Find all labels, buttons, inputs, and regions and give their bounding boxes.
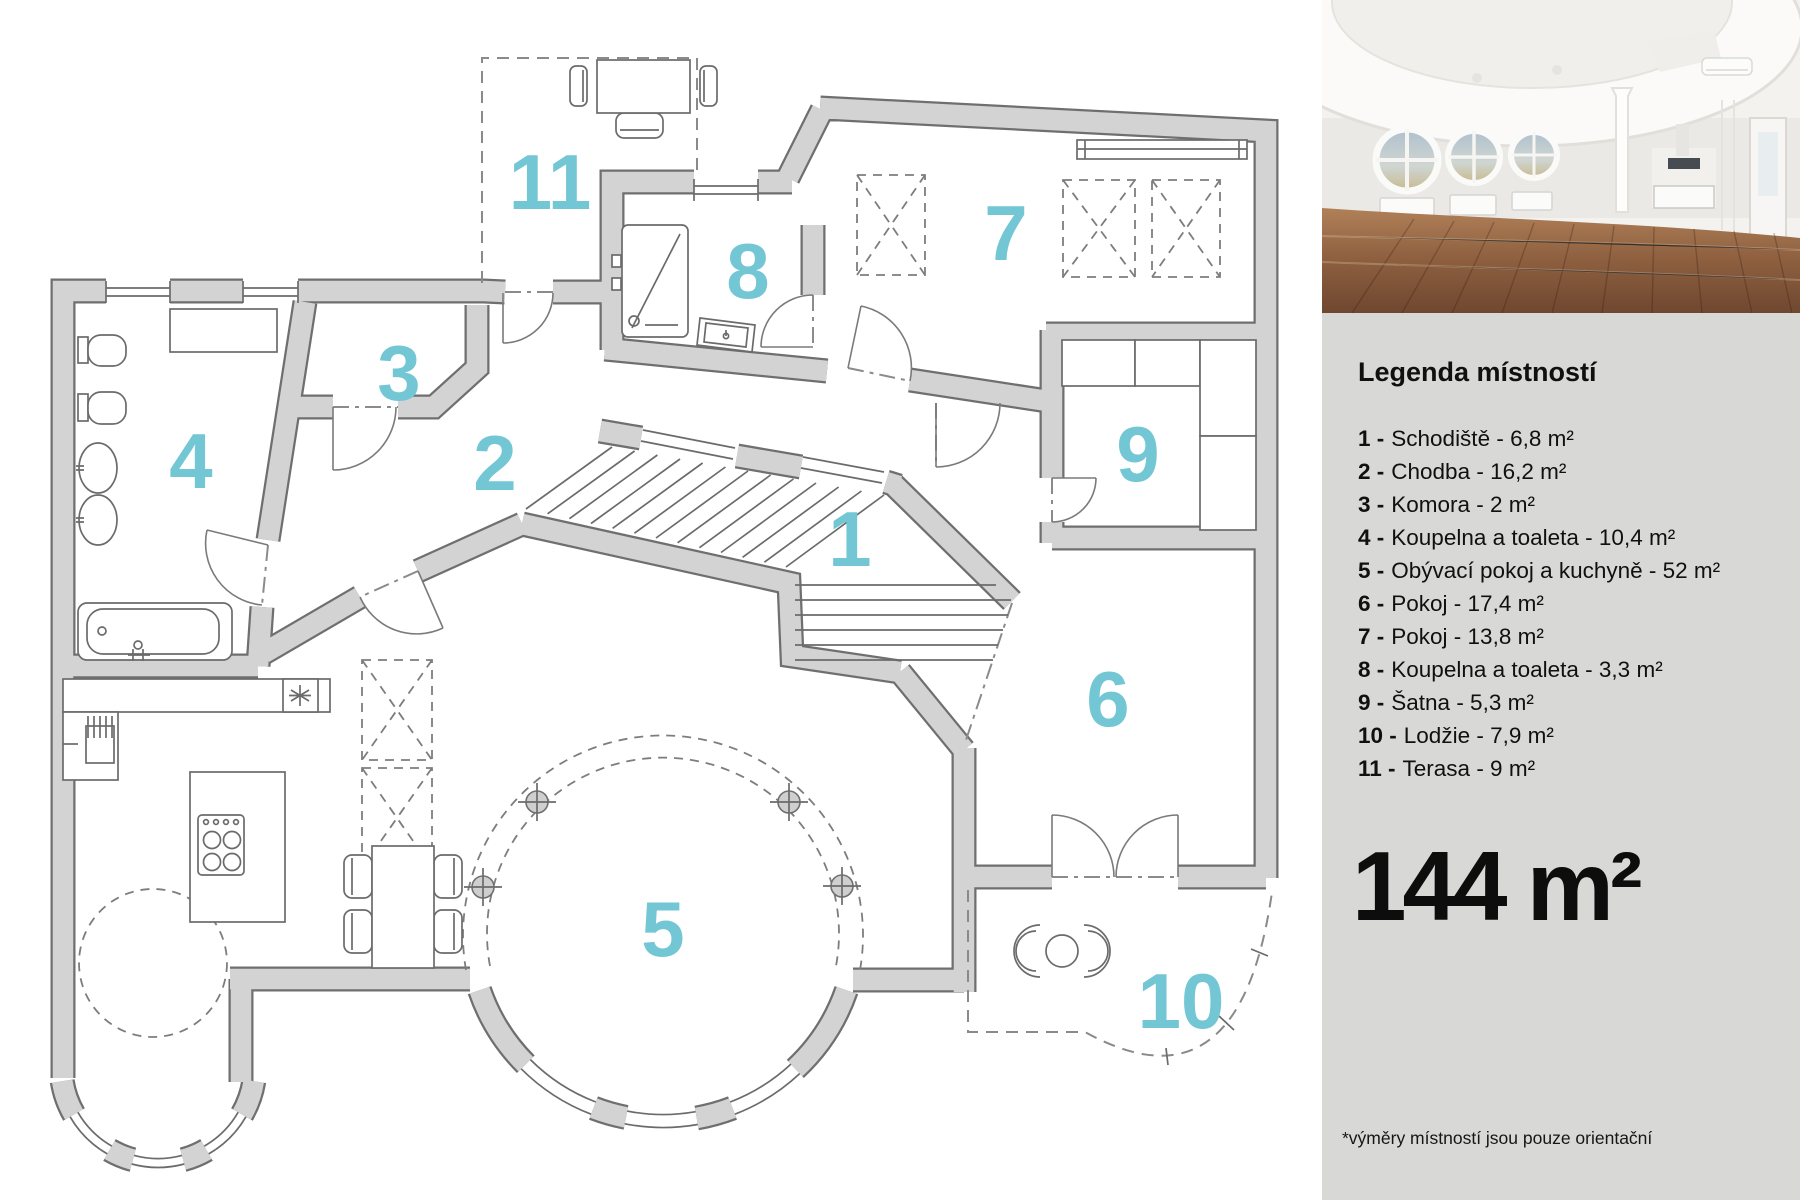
legend-item: 3 -Komora - 2 m² <box>1358 492 1536 517</box>
rotunda-ceiling-rings <box>78 734 864 1038</box>
total-area: 144 m² <box>1352 831 1643 941</box>
bathroom-fixtures <box>76 308 278 546</box>
washbasin-icon <box>696 317 756 353</box>
room-label-11: 11 <box>509 138 591 226</box>
door-arcs <box>204 292 1179 878</box>
legend-item: 9 -Šatna - 5,3 m² <box>1358 690 1534 715</box>
info-panel: Legenda místností 1 -Schodiště - 6,8 m² … <box>1322 0 1800 1200</box>
legend-item: 2 -Chodba - 16,2 m² <box>1358 459 1567 484</box>
legend-item: 5 -Obývací pokoj a kuchyně - 52 m² <box>1358 558 1721 583</box>
radiator <box>1076 139 1248 160</box>
room-label-8: 8 <box>726 227 769 315</box>
loggia-boundary <box>967 890 1273 1066</box>
closet-units <box>1061 339 1257 531</box>
balcony-table-icon <box>1013 924 1111 978</box>
window-glazing <box>69 179 885 1169</box>
stairs <box>525 446 1011 661</box>
legend-item: 7 -Pokoj - 13,8 m² <box>1358 624 1544 649</box>
legend-title: Legenda místností <box>1358 357 1597 387</box>
dining-table-icon <box>343 845 463 969</box>
bathtub-icon <box>77 602 233 661</box>
room-label-2: 2 <box>473 419 516 507</box>
shower-icon <box>611 224 689 338</box>
room-label-4: 4 <box>169 417 212 505</box>
footnote: *výměry místností jsou pouze orientační <box>1342 1128 1653 1148</box>
room-labels: 1 2 3 4 5 6 7 8 9 10 11 <box>169 138 1224 1045</box>
legend-item: 10 -Lodžie - 7,9 m² <box>1358 723 1554 748</box>
legend-item: 6 -Pokoj - 17,4 m² <box>1358 591 1544 616</box>
legend-list: 1 -Schodiště - 6,8 m² 2 -Chodba - 16,2 m… <box>1358 422 1780 785</box>
terrace-table-icon <box>569 59 718 139</box>
room-label-5: 5 <box>641 885 684 973</box>
legend-item: 8 -Koupelna a toaleta - 3,3 m² <box>1358 657 1663 682</box>
room-label-10: 10 <box>1138 957 1225 1045</box>
floorplan-drawing: 1 2 3 4 5 6 7 8 9 10 11 <box>0 57 1322 1200</box>
room-label-6: 6 <box>1086 655 1129 743</box>
legend-item: 1 -Schodiště - 6,8 m² <box>1358 426 1574 451</box>
columns <box>464 783 861 906</box>
room-label-1: 1 <box>828 495 871 583</box>
room-label-9: 9 <box>1116 410 1159 498</box>
legend: Legenda místností 1 -Schodiště - 6,8 m² … <box>1322 313 1800 785</box>
room-label-7: 7 <box>984 189 1027 277</box>
kitchen-island <box>189 771 286 923</box>
apartment-photo <box>1322 0 1800 313</box>
room-label-3: 3 <box>377 329 420 417</box>
kitchen-counter <box>62 678 331 781</box>
legend-item: 11 -Terasa - 9 m² <box>1358 756 1536 781</box>
legend-item: 4 -Koupelna a toaleta - 10,4 m² <box>1358 525 1676 550</box>
